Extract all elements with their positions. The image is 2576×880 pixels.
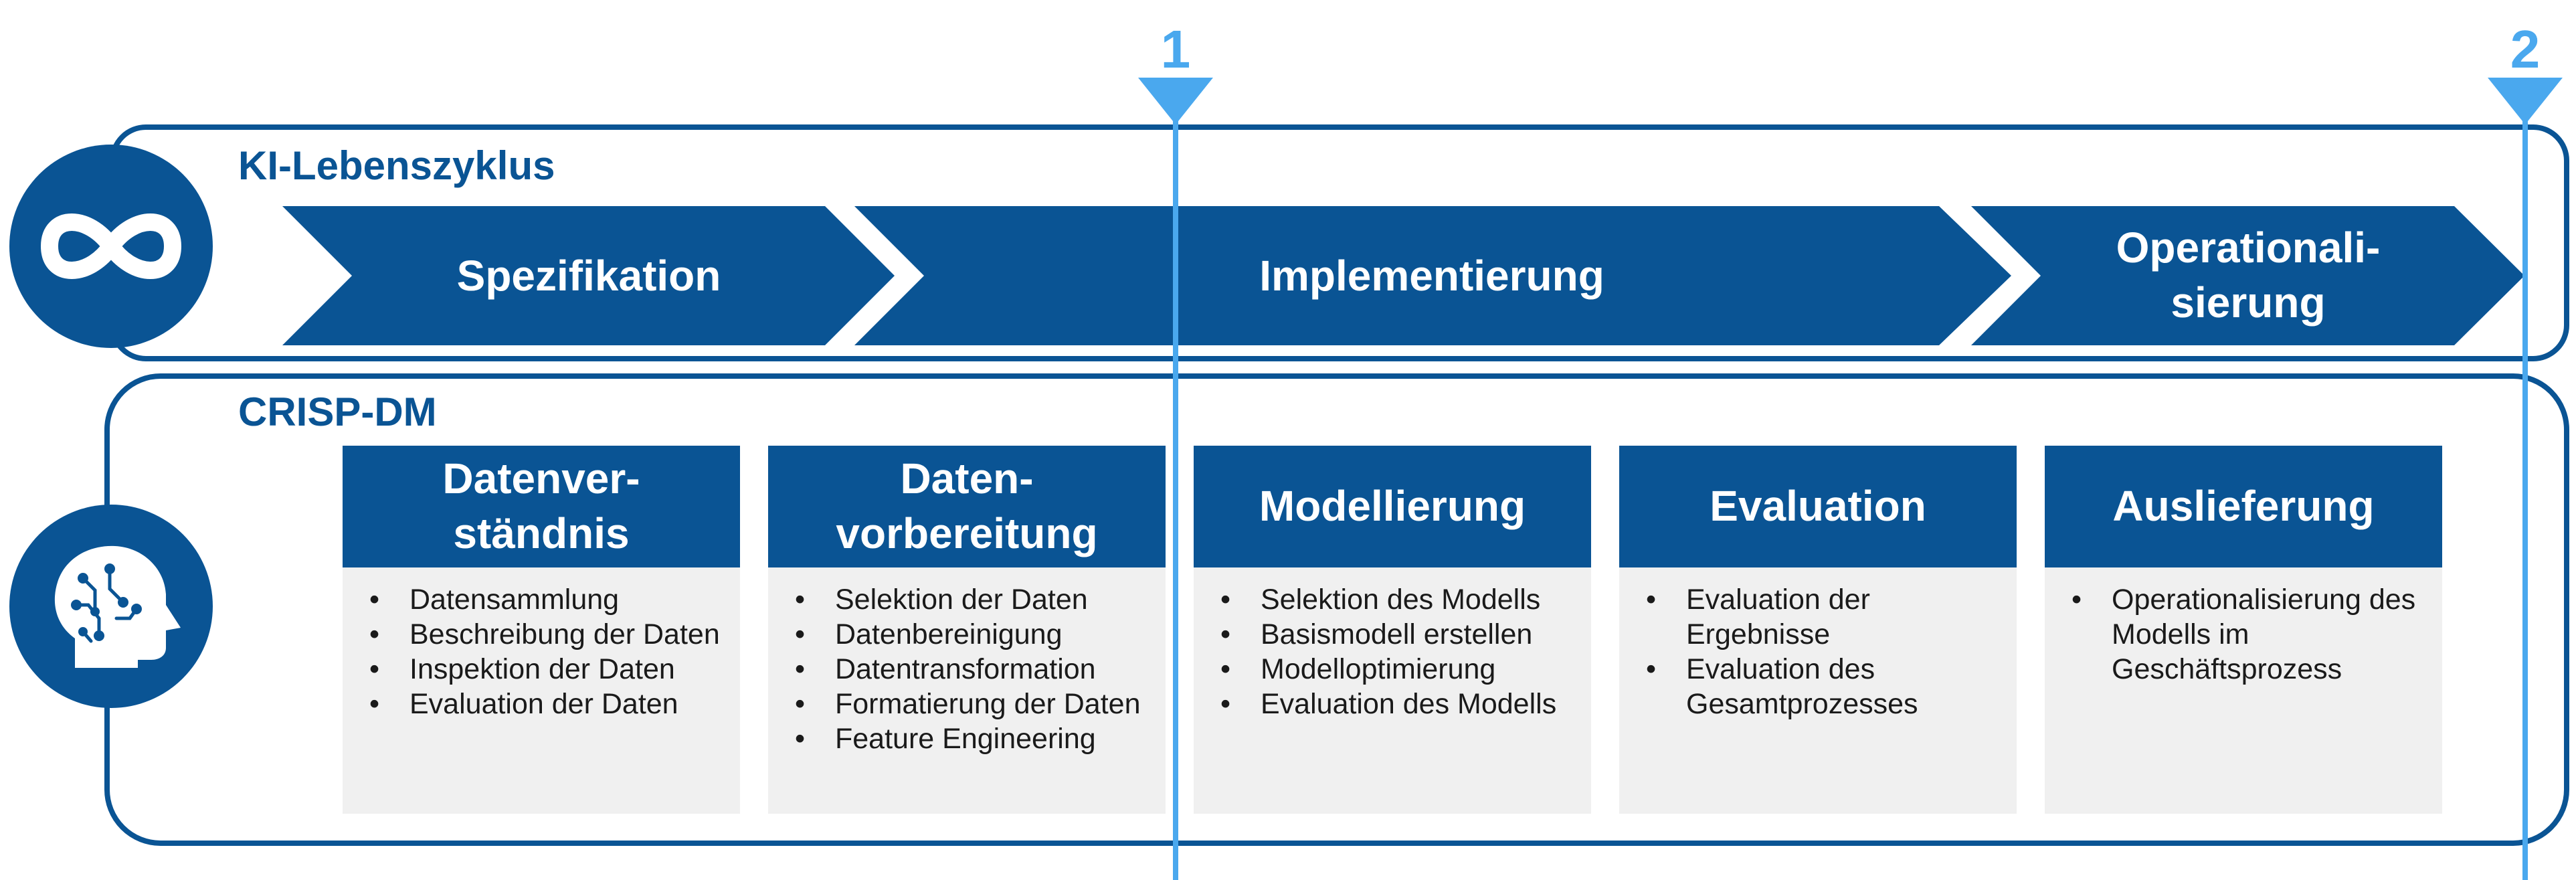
phase-label-line: Operationali- <box>2116 224 2381 272</box>
crisp-card-datenverstaendnis: Datenver- ständnis Datensammlung Beschre… <box>343 446 740 814</box>
crisp-card-item: Selektion des Modells <box>1220 582 1578 617</box>
crisp-card-item: Modelloptimierung <box>1220 652 1578 687</box>
crisp-card-title: Modellierung <box>1194 446 1591 567</box>
marker-2-number: 2 <box>2510 19 2541 79</box>
crisp-card-title: Auslieferung <box>2045 446 2442 567</box>
crisp-card-item: Evaluation der Daten <box>369 687 727 721</box>
lifecycle-arrow-implementierung <box>854 206 2011 345</box>
crisp-card-item: Selektion der Daten <box>795 582 1152 617</box>
phase-label-line: Spezifikation <box>456 252 721 300</box>
crisp-card-title-line: Evaluation <box>1710 482 1926 531</box>
ai-head-icon <box>9 505 213 708</box>
crisp-card-title-line: Modellierung <box>1259 482 1526 531</box>
crisp-card-item: Beschreibung der Daten <box>369 617 727 652</box>
marker-1-number: 1 <box>1160 19 1191 79</box>
infinity-icon <box>9 145 213 348</box>
crisp-card-item: Datenbereinigung <box>795 617 1152 652</box>
crisp-card-item: Datentransformation <box>795 652 1152 687</box>
crisp-card-body: Operationalisierung des Modells im Gesch… <box>2045 567 2442 814</box>
crisp-card-body: Datensammlung Beschreibung der Daten Ins… <box>343 567 740 814</box>
lifecycle-arrow-spezifikation <box>282 206 895 345</box>
phase-label-spezifikation: Spezifikation <box>375 249 803 304</box>
crisp-card-item: Formatierung der Daten <box>795 687 1152 721</box>
crisp-card-body: Selektion des Modells Basismodell erstel… <box>1194 567 1591 814</box>
lifecycle-title: KI-Lebenszyklus <box>238 143 555 188</box>
crisp-card-item: Evaluation des Gesamtprozesses <box>1646 652 2003 721</box>
crisp-card-item: Basismodell erstellen <box>1220 617 1578 652</box>
crisp-card-datenvorbereitung: Daten- vorbereitung Selektion der Daten … <box>768 446 1166 814</box>
crisp-card-list: Evaluation der Ergebnisse Evaluation des… <box>1619 567 2017 721</box>
crisp-card-title-line: Datenver- <box>442 454 640 503</box>
crisp-card-title: Datenver- ständnis <box>343 446 740 567</box>
crisp-card-title-line: vorbereitung <box>836 509 1098 557</box>
crisp-card-title: Daten- vorbereitung <box>768 446 1166 567</box>
crisp-card-evaluation: Evaluation Evaluation der Ergebnisse Eva… <box>1619 446 2017 814</box>
crisp-card-modellierung: Modellierung Selektion des Modells Basis… <box>1194 446 1591 814</box>
crisp-card-body: Evaluation der Ergebnisse Evaluation des… <box>1619 567 2017 814</box>
phase-label-line: Implementierung <box>1259 252 1604 300</box>
lifecycle-arrow-operationalisierung <box>1971 206 2524 345</box>
crisp-card-item: Evaluation der Ergebnisse <box>1646 582 2003 652</box>
crisp-card-auslieferung: Auslieferung Operationalisierung des Mod… <box>2045 446 2442 814</box>
crisp-card-list: Datensammlung Beschreibung der Daten Ins… <box>343 567 740 721</box>
crisp-card-item: Inspektion der Daten <box>369 652 727 687</box>
crisp-card-list: Selektion der Daten Datenbereinigung Dat… <box>768 567 1166 756</box>
crisp-card-item: Operationalisierung des Modells im Gesch… <box>2072 582 2429 687</box>
crisp-title: CRISP-DM <box>238 389 437 434</box>
crisp-card-list: Selektion des Modells Basismodell erstel… <box>1194 567 1591 721</box>
phase-label-implementierung: Implementierung <box>1017 249 1847 304</box>
crisp-card-title: Evaluation <box>1619 446 2017 567</box>
crisp-card-body: Selektion der Daten Datenbereinigung Dat… <box>768 567 1166 814</box>
crisp-card-item: Evaluation des Modells <box>1220 687 1578 721</box>
phase-label-operationalisierung: Operationali- sierung <box>2047 221 2449 331</box>
crisp-card-list: Operationalisierung des Modells im Gesch… <box>2045 567 2442 687</box>
crisp-card-title-line: ständnis <box>453 509 630 557</box>
crisp-card-item: Feature Engineering <box>795 721 1152 756</box>
crisp-card-title-line: Daten- <box>900 454 1034 503</box>
crisp-card-item: Datensammlung <box>369 582 727 617</box>
phase-label-line: sierung <box>2171 278 2326 327</box>
crisp-card-title-line: Auslieferung <box>2112 482 2375 531</box>
